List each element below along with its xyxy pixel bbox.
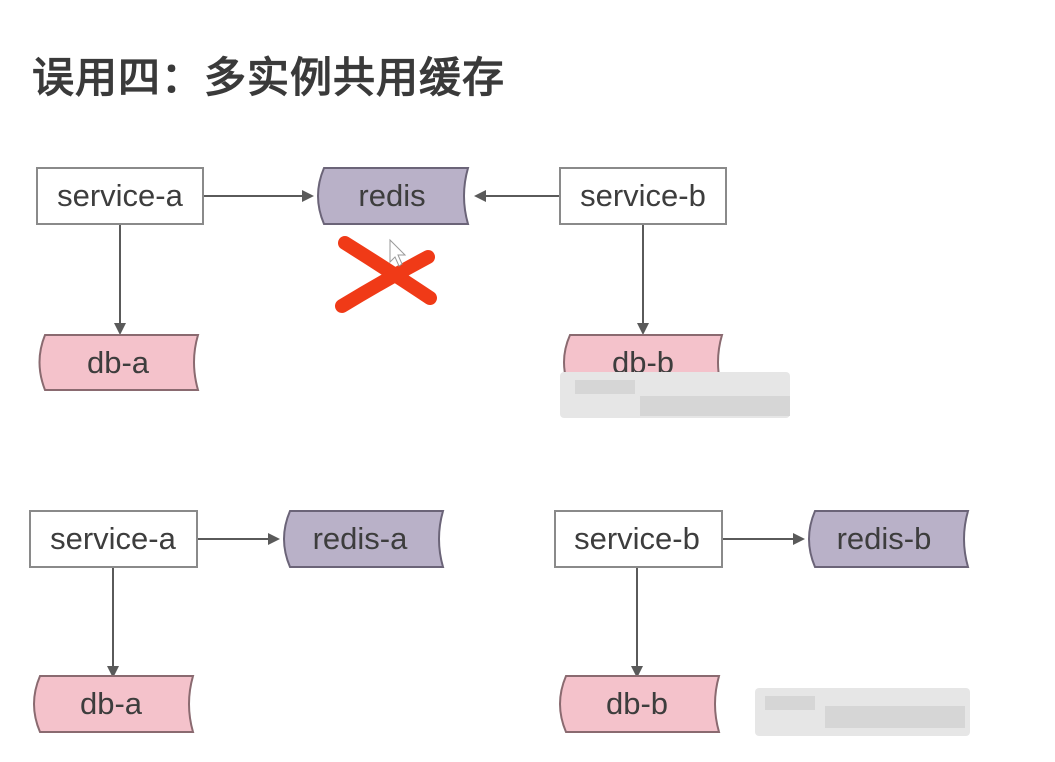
db-a-node: db-a bbox=[38, 334, 200, 391]
redis-node: redis bbox=[317, 167, 470, 225]
redis-b-node: redis-b bbox=[808, 510, 970, 568]
mouse-cursor-icon bbox=[389, 238, 407, 267]
service-a-label-bottom: service-a bbox=[50, 521, 177, 556]
redis-a-label: redis-a bbox=[313, 521, 409, 556]
page-title: 误用四：多实例共用缓存 bbox=[32, 53, 506, 102]
service-b-node: service-b bbox=[559, 167, 727, 225]
bottom-diagram: service-a redis-a service-b redis-b db-a… bbox=[29, 510, 970, 736]
service-b-node-bottom: service-b bbox=[554, 510, 723, 568]
service-b-label-bottom: service-b bbox=[574, 521, 700, 556]
redis-label: redis bbox=[358, 178, 425, 213]
db-a-label-bottom: db-a bbox=[80, 686, 143, 721]
db-b-label-bottom: db-b bbox=[606, 686, 668, 721]
db-a-node-bottom: db-a bbox=[33, 675, 195, 733]
service-b-label: service-b bbox=[580, 178, 706, 213]
redis-a-node: redis-a bbox=[283, 510, 445, 568]
redis-b-label: redis-b bbox=[837, 521, 932, 556]
watermark-blur-bottom bbox=[755, 688, 970, 736]
top-diagram: service-a redis service-b db-a db-b bbox=[36, 167, 790, 418]
service-a-node-bottom: service-a bbox=[29, 510, 198, 568]
service-a-label: service-a bbox=[57, 178, 184, 213]
service-a-node: service-a bbox=[36, 167, 204, 225]
db-b-node-bottom: db-b bbox=[559, 675, 721, 733]
cross-icon bbox=[335, 236, 437, 313]
db-a-label: db-a bbox=[87, 345, 150, 380]
watermark-blur bbox=[560, 372, 790, 418]
